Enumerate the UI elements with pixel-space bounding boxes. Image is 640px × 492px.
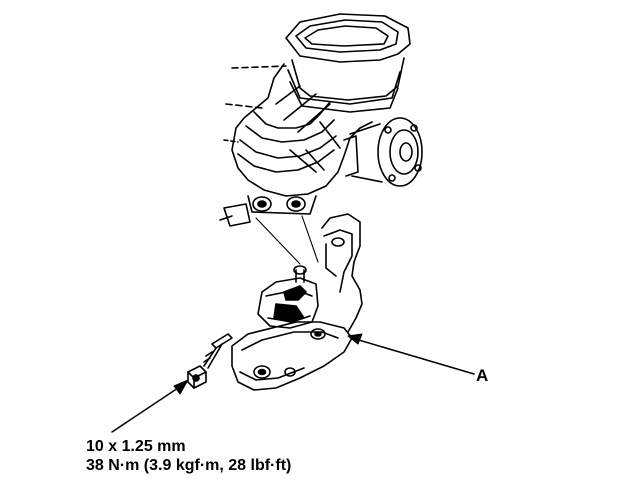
transmission-housing bbox=[219, 13, 423, 227]
bolt-size-text: 10 x 1.25 mm bbox=[86, 438, 186, 455]
mount-bracket bbox=[231, 213, 363, 391]
callout-a-leader-line bbox=[351, 337, 475, 375]
callout-a-label: A bbox=[476, 366, 489, 385]
mounting-bolt bbox=[187, 333, 233, 389]
bolt-spec: 10 x 1.25 mm 38 N·m (3.9 kgf·m, 28 lbf·f… bbox=[86, 437, 291, 475]
bolt-torque-text: 38 N·m (3.9 kgf·m, 28 lbf·ft) bbox=[86, 457, 292, 474]
bolt-leader-line bbox=[111, 383, 185, 433]
